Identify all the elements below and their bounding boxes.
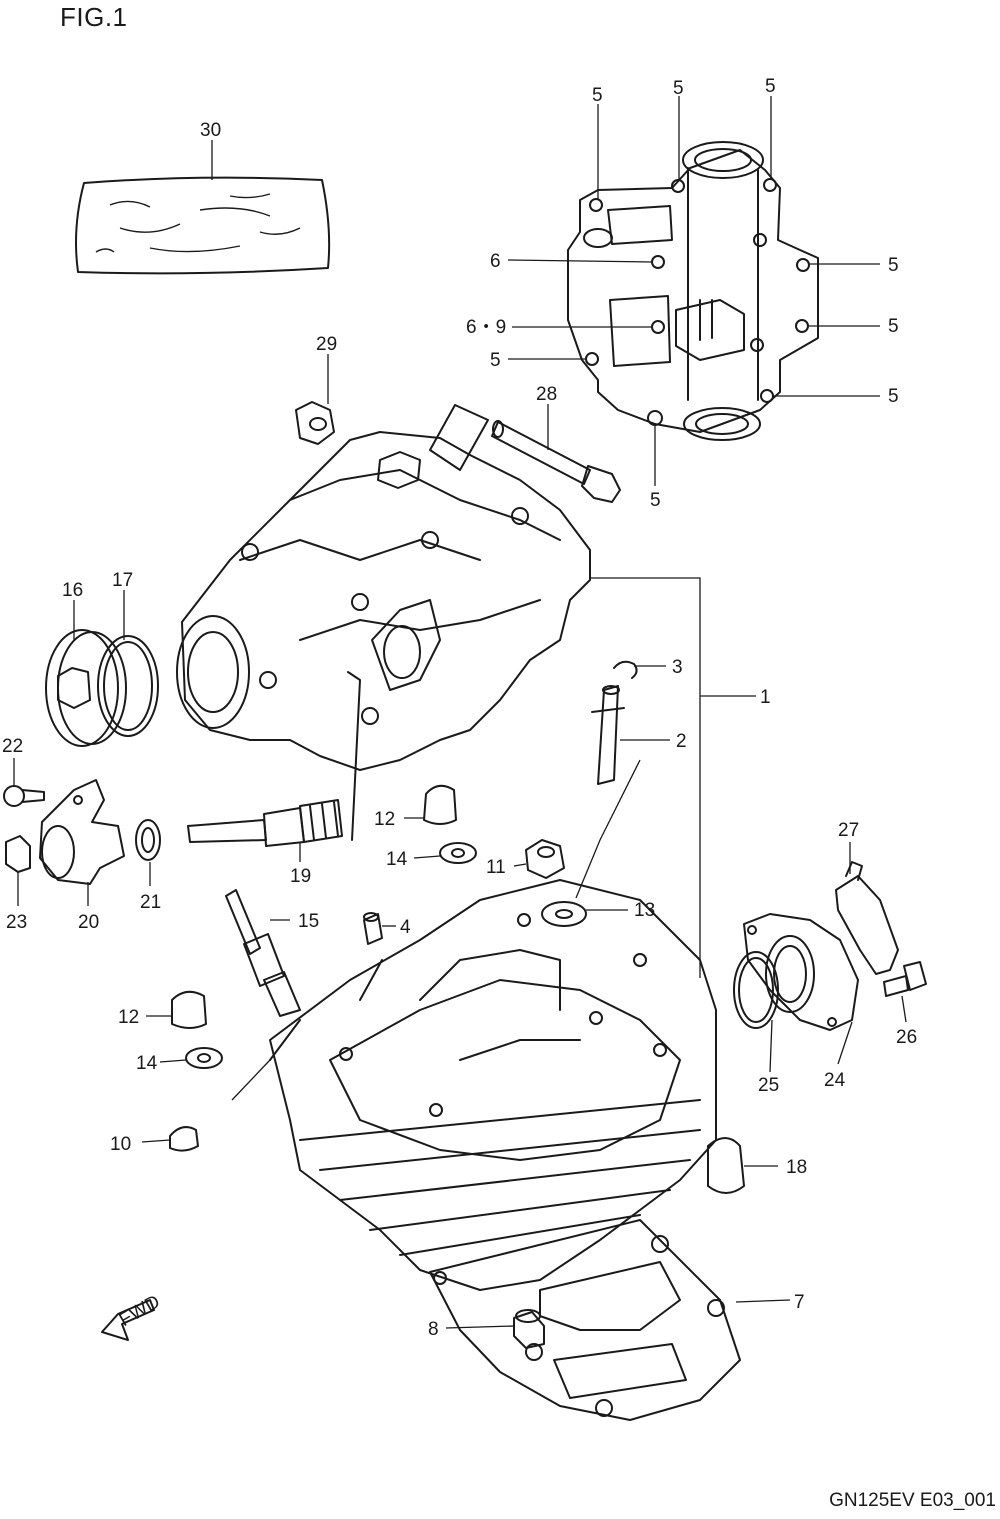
drawing-code: GN125EV E03_001	[829, 1490, 996, 1511]
callout-28: 28	[536, 384, 557, 405]
callout-15: 15	[298, 911, 319, 932]
forward-direction-arrow: FWD	[101, 1291, 164, 1341]
part-17-o-ring	[97, 635, 159, 737]
callout-6: 6	[490, 251, 501, 272]
part-16-tappet-cap	[45, 629, 127, 747]
part-27-clamp	[835, 861, 899, 975]
callout-19: 19	[290, 866, 311, 887]
part-11-nut	[525, 839, 565, 879]
part-3-clip	[613, 660, 638, 679]
callout-18: 18	[786, 1157, 807, 1178]
callout-5: 5	[888, 316, 899, 337]
part-13-washer	[541, 901, 587, 927]
callout-2: 2	[676, 731, 687, 752]
part-4-dowel-pin	[363, 912, 383, 945]
part-24-intake-pipe	[743, 913, 859, 1031]
part-10-plug	[169, 1126, 199, 1152]
callout-5: 5	[650, 490, 661, 511]
cylinder-head-cover	[567, 141, 819, 441]
part-12-cap-lower	[171, 990, 207, 1029]
callout-4: 4	[400, 917, 411, 938]
callout-6-9: 6・9	[466, 317, 506, 338]
callout-3: 3	[672, 657, 683, 678]
callout-1: 1	[760, 687, 771, 708]
callout-5: 5	[888, 255, 899, 276]
part-18-plug	[707, 1137, 745, 1194]
callout-14: 14	[136, 1053, 158, 1074]
callout-labels: 30 5 5 5 6 5 6・9 5 5 5 5 29 28 16 17 3 1…	[2, 76, 917, 1340]
part-29-cap-nut	[295, 401, 335, 445]
part-15-spark-plug	[225, 889, 301, 1017]
callout-20: 20	[78, 912, 99, 933]
callout-5: 5	[765, 76, 776, 97]
callout-8: 8	[428, 1319, 439, 1340]
callout-7: 7	[794, 1292, 805, 1313]
callout-5: 5	[592, 85, 603, 106]
callout-10: 10	[110, 1134, 131, 1155]
callout-5: 5	[673, 78, 684, 99]
rocker-arm-housing	[176, 404, 591, 841]
part-8-dowel-pin	[513, 1309, 545, 1349]
part-26-bolt	[883, 961, 927, 997]
part-21-washer	[135, 819, 161, 861]
part-20-housing	[39, 779, 125, 885]
callout-24: 24	[824, 1070, 846, 1091]
leader-lines	[13, 96, 907, 1329]
callout-27: 27	[838, 820, 859, 841]
part-2-valve-guide	[591, 685, 625, 785]
part-12-cap-upper	[423, 784, 457, 825]
callout-29: 29	[316, 334, 337, 355]
callout-12: 12	[374, 809, 395, 830]
callout-11: 11	[486, 857, 506, 878]
part-7-head-gasket	[429, 1219, 741, 1421]
figure-title: FIG.1	[60, 2, 128, 32]
callout-30: 30	[200, 120, 221, 141]
callout-13: 13	[634, 900, 655, 921]
part-14-washer-lower	[185, 1047, 223, 1069]
fwd-label: FWD	[116, 1291, 164, 1331]
callout-16: 16	[62, 580, 83, 601]
part-23-plug	[5, 835, 31, 873]
callout-22: 22	[2, 736, 23, 757]
callout-26: 26	[896, 1027, 917, 1048]
callout-23: 23	[6, 912, 27, 933]
part-22-screw	[3, 785, 45, 807]
callout-25: 25	[758, 1075, 779, 1096]
callout-21: 21	[140, 892, 161, 913]
part-1-cylinder-head	[269, 879, 717, 1291]
callout-12: 12	[118, 1007, 139, 1028]
callout-14: 14	[386, 849, 408, 870]
callout-5: 5	[888, 386, 899, 407]
part-14-washer-upper	[439, 842, 477, 864]
part-25-o-ring	[733, 951, 779, 1029]
part-19-drive-shaft	[187, 799, 343, 847]
part-30-gasket-sheet	[75, 176, 331, 275]
part-28-bolt	[491, 420, 621, 503]
callout-17: 17	[112, 570, 133, 591]
callout-5: 5	[490, 350, 501, 371]
